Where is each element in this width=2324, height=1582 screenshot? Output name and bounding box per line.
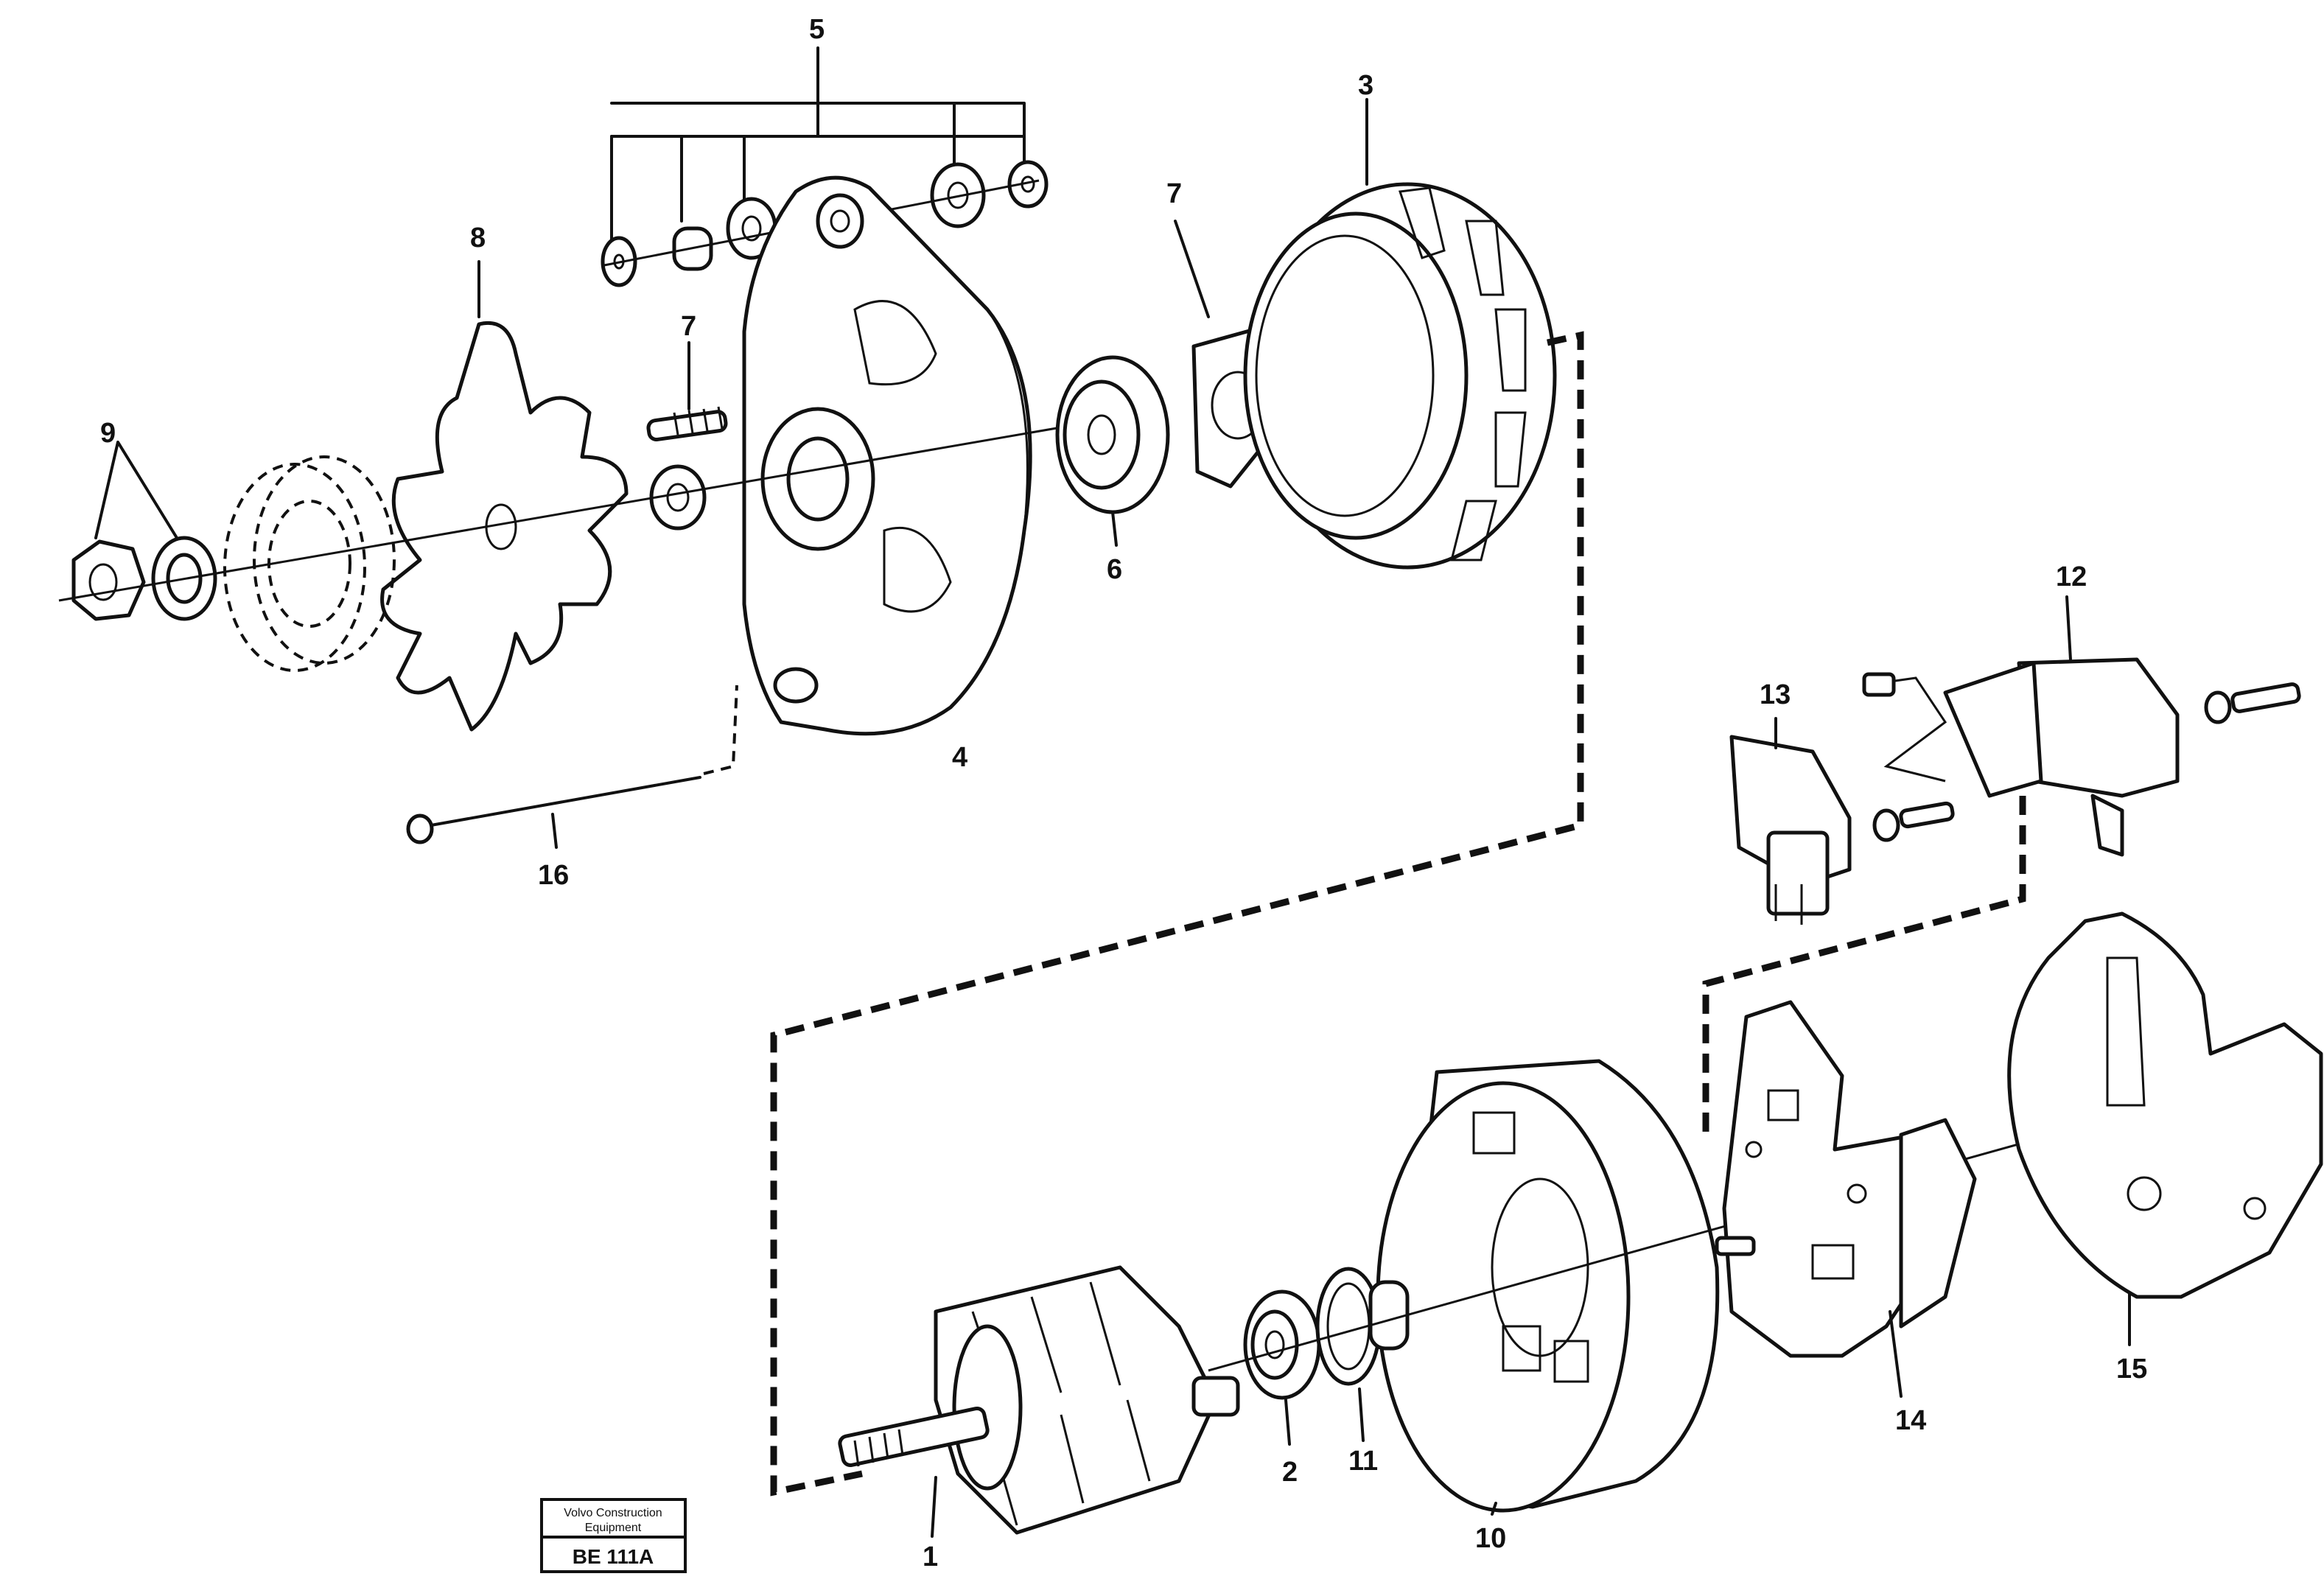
callout-7-right: 7 <box>1166 178 1182 209</box>
part-15-cover <box>2007 911 2323 1346</box>
part-6-bearing <box>1055 355 1170 547</box>
callout-4: 4 <box>952 742 967 773</box>
callout-15: 15 <box>2116 1354 2147 1385</box>
part-4-drive-end-shield <box>742 175 1032 736</box>
callout-13: 13 <box>1760 679 1791 710</box>
part-16-through-bolt <box>406 685 738 849</box>
assembly-line-regulator <box>1702 796 2026 1138</box>
callout-16: 16 <box>538 860 569 891</box>
callout-9: 9 <box>100 418 116 449</box>
callout-3: 3 <box>1358 70 1373 101</box>
part-10-slip-ring-end-shield <box>1376 1059 1720 1516</box>
part-11-ring <box>1208 1089 2211 1442</box>
part-13-connector <box>1729 717 1852 925</box>
volvo-stamp-box: Volvo Construction Equipment BE 111A <box>540 1498 687 1573</box>
part-5-bushing-set <box>601 46 1049 287</box>
part-3-stator <box>1243 98 1557 570</box>
callout-12: 12 <box>2056 561 2087 592</box>
callout-1: 1 <box>923 1541 938 1572</box>
callout-11: 11 <box>1348 1446 1378 1477</box>
part-14-rectifier <box>1715 1000 1977 1398</box>
pulley-outline <box>223 455 396 672</box>
callout-5: 5 <box>809 14 825 45</box>
part-8-fan <box>380 260 629 732</box>
callout-6: 6 <box>1107 554 1122 585</box>
callout-8: 8 <box>470 223 486 253</box>
stamp-subtitle: Equipment <box>585 1522 642 1534</box>
callout-10: 10 <box>1475 1523 1506 1554</box>
stamp-company: Volvo Construction <box>564 1507 662 1519</box>
assembly-line-stator-to-rotor <box>770 331 1584 1497</box>
part-7-screw-upper <box>646 341 728 442</box>
callout-2: 2 <box>1282 1457 1298 1488</box>
stamp-code: BE 111A <box>573 1545 654 1568</box>
callout-7-upper: 7 <box>681 311 696 342</box>
part-1-rotor <box>838 1265 1240 1538</box>
part-9-nut-and-washer <box>58 426 1062 621</box>
callout-14: 14 <box>1895 1405 1926 1436</box>
part-2-bearing <box>1243 1289 1321 1446</box>
part-12-regulator <box>1862 595 2301 857</box>
